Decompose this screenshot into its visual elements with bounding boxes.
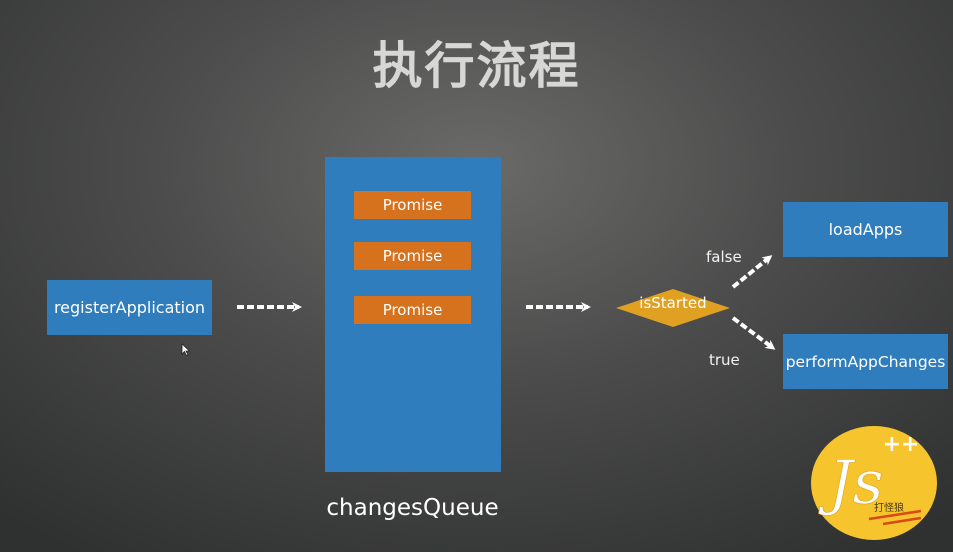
svg-text:Js: Js — [818, 448, 884, 518]
promise-item: Promise — [354, 242, 471, 270]
true-edge-label: true — [709, 351, 740, 369]
arrow-false-to-loadapps — [731, 255, 773, 289]
is-started-label: isStarted — [639, 294, 707, 312]
false-edge-label: false — [706, 248, 742, 266]
mouse-cursor-icon — [181, 343, 191, 357]
js-logo-icon: Js ++ 打怪狼 — [811, 426, 937, 540]
register-application-node: registerApplication — [47, 280, 212, 335]
svg-text:打怪狼: 打怪狼 — [874, 501, 904, 514]
svg-text:++: ++ — [883, 432, 920, 457]
page-title: 执行流程 — [372, 37, 581, 95]
arrow-true-to-perform — [731, 316, 776, 350]
changes-queue-label: changesQueue — [326, 495, 499, 521]
promise-item: Promise — [354, 296, 471, 324]
promise-item: Promise — [354, 191, 471, 219]
load-apps-node: loadApps — [783, 202, 948, 257]
decision-diamond — [616, 289, 730, 327]
perform-app-changes-node: performAppChanges — [783, 334, 948, 389]
